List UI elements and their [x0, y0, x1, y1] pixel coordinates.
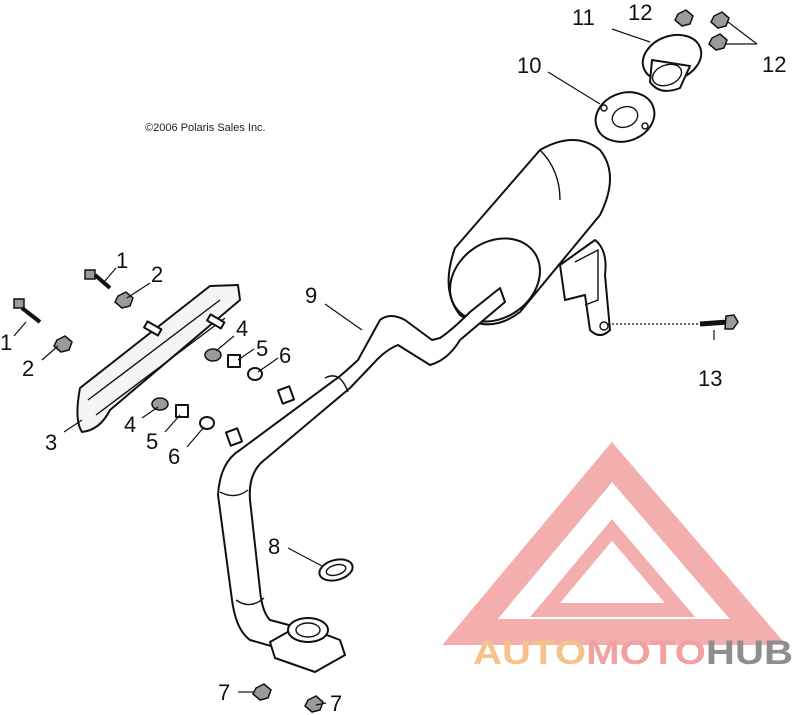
callout-13: 13	[698, 366, 722, 391]
callout-12: 12	[628, 0, 652, 25]
callout-7: 7	[218, 680, 230, 705]
callout-4: 4	[124, 412, 136, 437]
callout-6: 6	[279, 343, 291, 368]
watermark-auto: AUTO	[473, 634, 586, 672]
callout-3: 3	[45, 430, 57, 455]
watermark-moto: MOTO	[586, 634, 706, 672]
bolt-head	[84, 269, 96, 280]
callout-6: 6	[168, 444, 180, 469]
callout-7: 7	[330, 691, 342, 715]
callout-8: 8	[268, 534, 280, 559]
callout-10: 10	[517, 53, 541, 78]
exhaust-flange	[269, 617, 346, 673]
callout-5: 5	[146, 429, 158, 454]
callout-2: 2	[151, 262, 163, 287]
muffler	[447, 139, 611, 336]
callout-5: 5	[256, 336, 268, 361]
callout-1: 1	[0, 330, 12, 355]
callout-12: 12	[762, 52, 786, 77]
head-pipe	[217, 287, 506, 651]
callout-9: 9	[305, 283, 317, 308]
leader-lines	[13, 21, 758, 706]
callout-2: 2	[22, 356, 34, 381]
hardware	[13, 9, 739, 713]
watermark-logo	[442, 441, 787, 645]
heat-shield	[76, 284, 241, 433]
callout-4: 4	[236, 316, 248, 341]
callout-1: 1	[116, 248, 128, 273]
callout-11: 11	[572, 5, 595, 30]
copyright-text: ©2006 Polaris Sales Inc.	[145, 122, 266, 134]
bolt-head	[13, 298, 25, 309]
watermark-hub: HUB	[706, 634, 793, 672]
